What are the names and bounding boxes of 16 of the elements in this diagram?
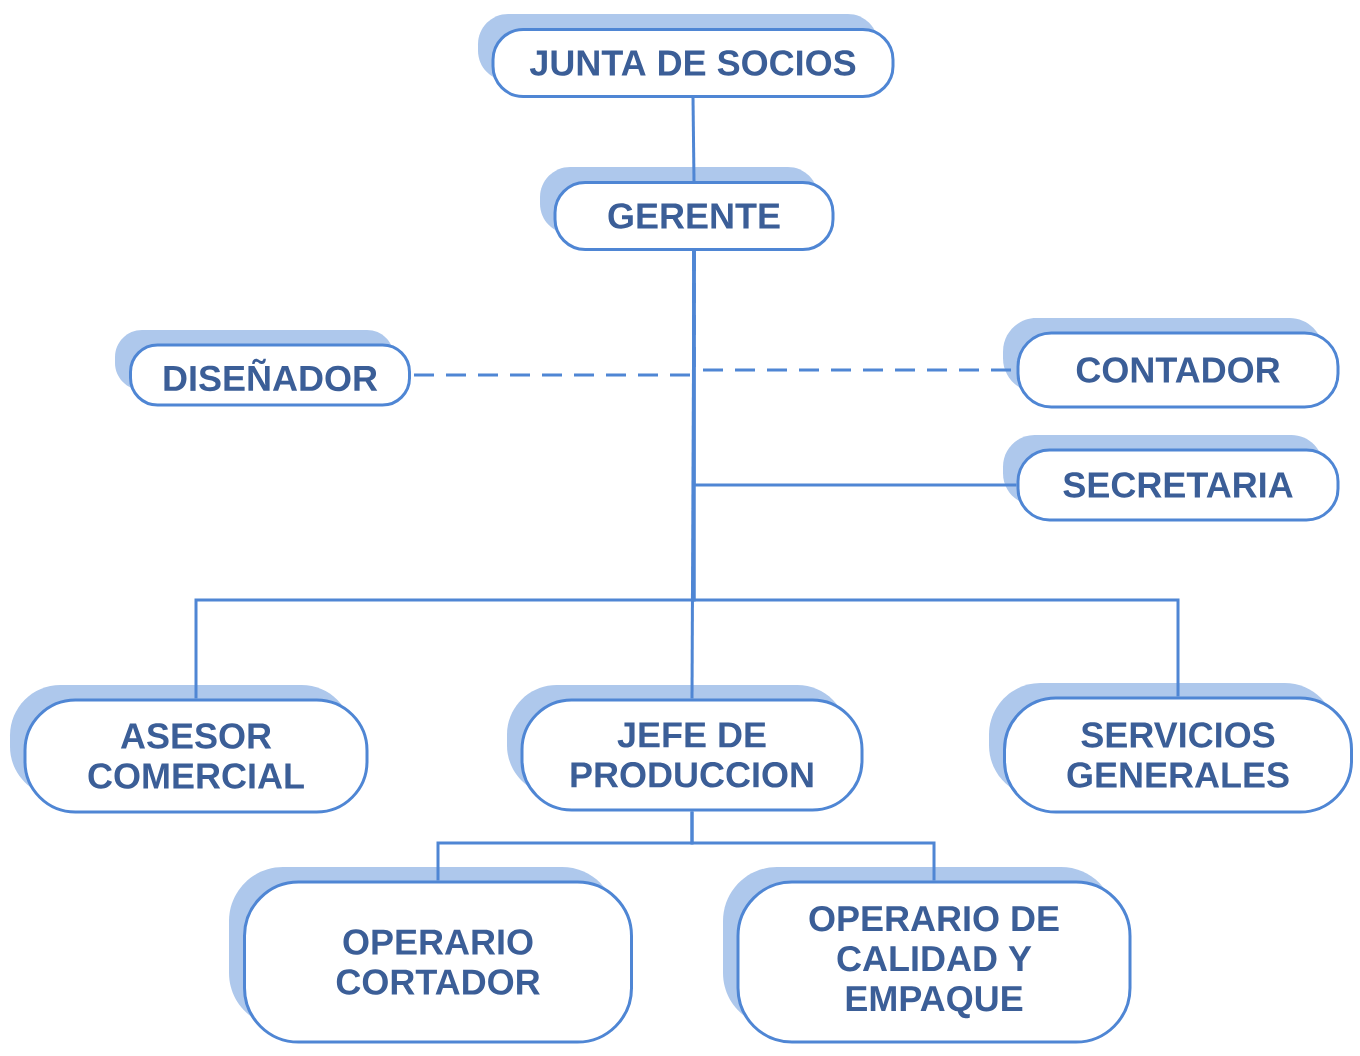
org-box: OPERARIO DE CALIDAD Y EMPAQUE [723,867,1132,1044]
org-box: GERENTE [540,167,835,251]
org-box: OPERARIO CORTADOR [229,867,633,1044]
org-box: JEFE DE PRODUCCION [507,685,864,812]
connector-line [690,251,696,699]
node-label: OPERARIO DE CALIDAD Y EMPAQUE [809,905,1059,1019]
node-label: OPERARIO CORTADOR [336,929,540,995]
connector-line [691,98,696,182]
connector-line [690,811,936,881]
org-box: DISEÑADOR [115,330,411,407]
org-box: ASESOR COMERCIAL [10,685,369,814]
connector-line [692,251,1180,697]
org-box: CONTADOR [1003,318,1340,409]
org-box: SERVICIOS GENERALES [989,683,1353,814]
org-box: SECRETARIA [1003,435,1340,522]
org-box: JUNTA DE SOCIOS [478,14,895,98]
